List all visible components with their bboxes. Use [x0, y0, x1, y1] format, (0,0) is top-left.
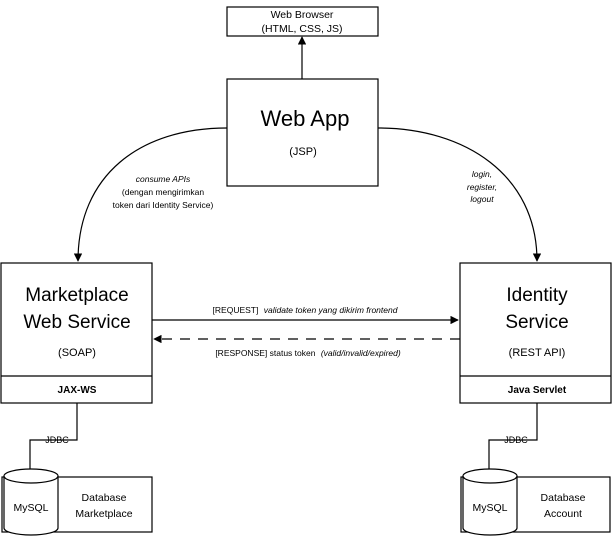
request-text: validate token yang dikirim frontend — [264, 305, 398, 315]
marketplace-title-line2: Web Service — [23, 312, 130, 333]
right-jdbc-label: JDBC — [504, 435, 528, 445]
web-app-subtitle: (JSP) — [289, 146, 317, 158]
response-tag: [RESPONSE] status token — [215, 348, 315, 358]
web-app-node: Web App (JSP) — [226, 78, 379, 187]
left-db-name-line1: Database — [82, 492, 127, 504]
left-db-name-line2: Marketplace — [75, 508, 132, 520]
consume-label-line1: consume APIs — [136, 174, 191, 184]
response-detail: (valid/invalid/expired) — [321, 348, 401, 358]
webapp-to-marketplace-arrow — [73, 127, 228, 262]
web-browser-title: Web Browser — [271, 9, 334, 21]
left-db-engine: MySQL — [13, 502, 48, 514]
consume-label-line3: token dari Identity Service) — [113, 200, 214, 210]
request-tag: [REQUEST] — [213, 305, 259, 315]
marketplace-tech: JAX-WS — [58, 385, 97, 396]
right-db-name-line1: Database — [541, 492, 586, 504]
identity-node: Identity Service (REST API) Java Servlet — [459, 262, 612, 404]
request-label: [REQUEST] validate token yang dikirim fr… — [213, 305, 398, 315]
database-cylinder-icon — [462, 468, 518, 484]
marketplace-node: Marketplace Web Service (SOAP) JAX-WS — [0, 262, 153, 404]
identity-title-line2: Service — [505, 312, 568, 333]
identity-tech: Java Servlet — [508, 385, 567, 396]
identity-subtitle: (REST API) — [509, 347, 566, 359]
left-jdbc-connector: JDBC — [29, 403, 78, 470]
response-label: [RESPONSE] status token (valid/invalid/e… — [215, 348, 401, 358]
web-browser-subtitle: (HTML, CSS, JS) — [261, 23, 342, 35]
identity-label-line2: register, — [467, 182, 497, 192]
web-app-title: Web App — [261, 106, 350, 131]
right-db-engine: MySQL — [472, 502, 507, 514]
marketplace-title-line1: Marketplace — [25, 285, 129, 306]
web-browser-node: Web Browser (HTML, CSS, JS) — [226, 6, 379, 37]
left-database-node: MySQL Database Marketplace — [1, 468, 153, 536]
right-jdbc-connector: JDBC — [488, 403, 538, 470]
right-db-name-line2: Account — [544, 508, 582, 520]
identity-label-line3: logout — [470, 194, 494, 204]
identity-label-line1: login, — [472, 169, 492, 179]
left-jdbc-label: JDBC — [45, 435, 69, 445]
identity-title-line1: Identity — [506, 285, 568, 306]
marketplace-subtitle: (SOAP) — [58, 347, 96, 359]
right-database-node: MySQL Database Account — [460, 468, 611, 536]
consume-label-line2: (dengan mengirimkan — [122, 187, 204, 197]
webapp-to-identity-arrow — [377, 127, 542, 262]
database-cylinder-icon — [3, 468, 59, 484]
